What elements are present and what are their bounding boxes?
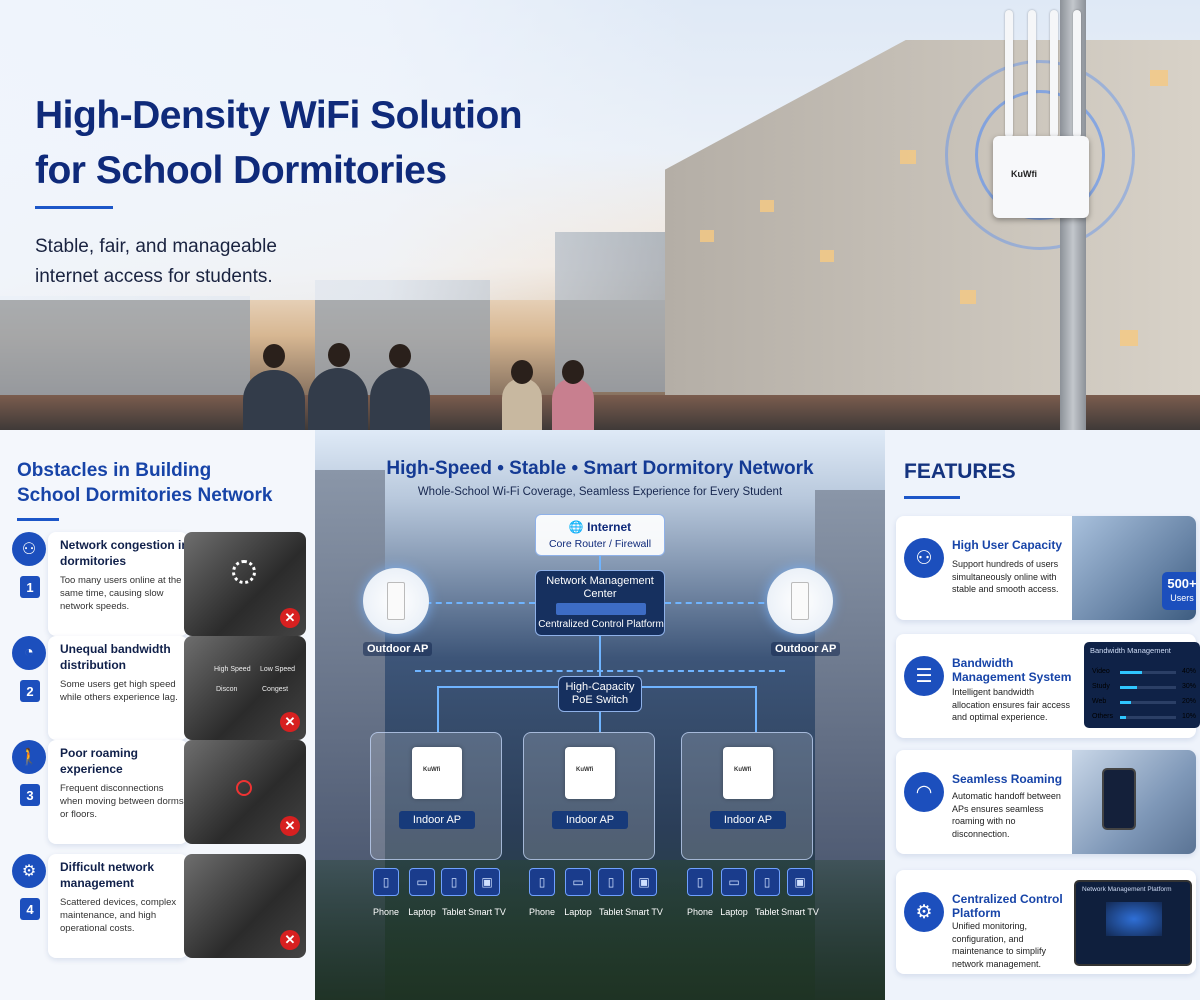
laptop-icon: ▭: [409, 868, 435, 896]
indoor-ap-panel: KuWfi Indoor AP: [523, 732, 655, 860]
router-brand: KuWfi: [1011, 169, 1037, 179]
stressed-admin-photo: ✕: [184, 854, 306, 958]
fail-icon: ✕: [280, 608, 300, 628]
tv-icon: ▣: [631, 868, 657, 896]
indoor-ap-device: KuWfi: [723, 747, 773, 799]
fail-icon: ✕: [280, 712, 300, 732]
feature-card: ◠ Seamless Roaming Automatic handoff bet…: [896, 750, 1196, 854]
phone-icon: ▯: [529, 868, 555, 896]
student-figure: [308, 368, 368, 430]
fail-icon: ✕: [280, 816, 300, 836]
indoor-ap-device: KuWfi: [565, 747, 615, 799]
hallway-photo: ✕: [184, 740, 306, 844]
indoor-ap-panel: KuWfi Indoor AP: [681, 732, 813, 860]
laptop-icon: ▭: [565, 868, 591, 896]
fail-icon: ✕: [280, 930, 300, 950]
feature-card: ⚇ High User Capacity Support hundreds of…: [896, 516, 1196, 620]
phone-icon: ▯: [373, 868, 399, 896]
monitor-gear-icon: ⚙: [12, 854, 46, 888]
obstacle-item: ⚙ 4 Difficult network management Scatter…: [12, 854, 308, 958]
users-icon: ⚇: [904, 538, 944, 578]
wifi-icon: ◠: [904, 772, 944, 812]
platform-dashboard: Network Management Platform: [1074, 880, 1192, 966]
outdoor-ap-right: [767, 568, 833, 634]
outdoor-router: KuWfi: [993, 136, 1089, 218]
indoor-ap-panel: KuWfi Indoor AP: [370, 732, 502, 860]
walking-icon: 🚶: [12, 740, 46, 774]
map-widget: [1106, 902, 1162, 936]
capacity-badge: 500+Users: [1162, 572, 1196, 610]
obstacle-item: ◔ 2 Unequal bandwidth distribution Some …: [12, 636, 308, 740]
features-panel: FEATURES ⚇ High User Capacity Support hu…: [885, 430, 1200, 1000]
laptop-icon: ▭: [721, 868, 747, 896]
student-figure: [243, 370, 305, 430]
network-subtitle: Whole-School Wi-Fi Coverage, Seamless Ex…: [417, 486, 783, 498]
feature-card: ⚙ Centralized Control Platform Unified m…: [896, 870, 1196, 974]
indoor-ap-device: KuWfi: [412, 747, 462, 799]
antenna: [1050, 10, 1058, 138]
tablet-icon: ▯: [754, 868, 780, 896]
title-underline: [35, 206, 113, 209]
antenna: [1073, 10, 1081, 138]
signal-lost-icon: [236, 780, 252, 796]
outdoor-ap-left: [363, 568, 429, 634]
speedometer-icon: ◔: [12, 636, 46, 670]
distant-buildings: [0, 296, 250, 396]
features-title: FEATURES: [904, 460, 1016, 483]
monitor-icon: [556, 603, 646, 615]
tv-icon: ▣: [474, 868, 500, 896]
monitor-gear-icon: ⚙: [904, 892, 944, 932]
roaming-photo: [1072, 750, 1196, 854]
student-figure: [552, 378, 594, 430]
antenna: [1005, 10, 1013, 138]
obstacle-item: 🚶 3 Poor roaming experience Frequent dis…: [12, 740, 308, 844]
campus-walkway: [0, 395, 1200, 430]
globe-icon: 🌐: [568, 520, 584, 534]
dormitory-building: [665, 40, 1200, 400]
tablet-icon: ▯: [441, 868, 467, 896]
phone-icon: ▯: [687, 868, 713, 896]
laptop-speed-photo: High Speed Low Speed Discon Congest ✕: [184, 636, 306, 740]
loading-icon: [232, 560, 256, 584]
internet-node: 🌐 Internet Core Router / Firewall: [535, 514, 665, 556]
tablet-icon: ▯: [598, 868, 624, 896]
sliders-icon: ☰: [904, 656, 944, 696]
users-icon: ⚇: [12, 532, 46, 566]
tv-icon: ▣: [787, 868, 813, 896]
student-figure: [502, 378, 542, 430]
students-photo: 500+Users: [1072, 516, 1196, 620]
crowded-dorm-photo: ✕: [184, 532, 306, 636]
poe-switch-node: High-Capacity PoE Switch: [558, 676, 642, 712]
feature-card: ☰ Bandwidth Management System Intelligen…: [896, 634, 1200, 738]
obstacle-item: ⚇ 1 Network congestion in dormitories To…: [12, 532, 308, 636]
antenna: [1028, 10, 1036, 138]
management-center-node: Network Management Center Centralized Co…: [535, 570, 665, 636]
network-title: High-Speed • Stable • Smart Dormitory Ne…: [386, 458, 814, 479]
network-diagram: High-Speed • Stable • Smart Dormitory Ne…: [315, 430, 885, 1000]
student-figure: [370, 368, 430, 430]
phone-mockup: [1102, 768, 1136, 830]
